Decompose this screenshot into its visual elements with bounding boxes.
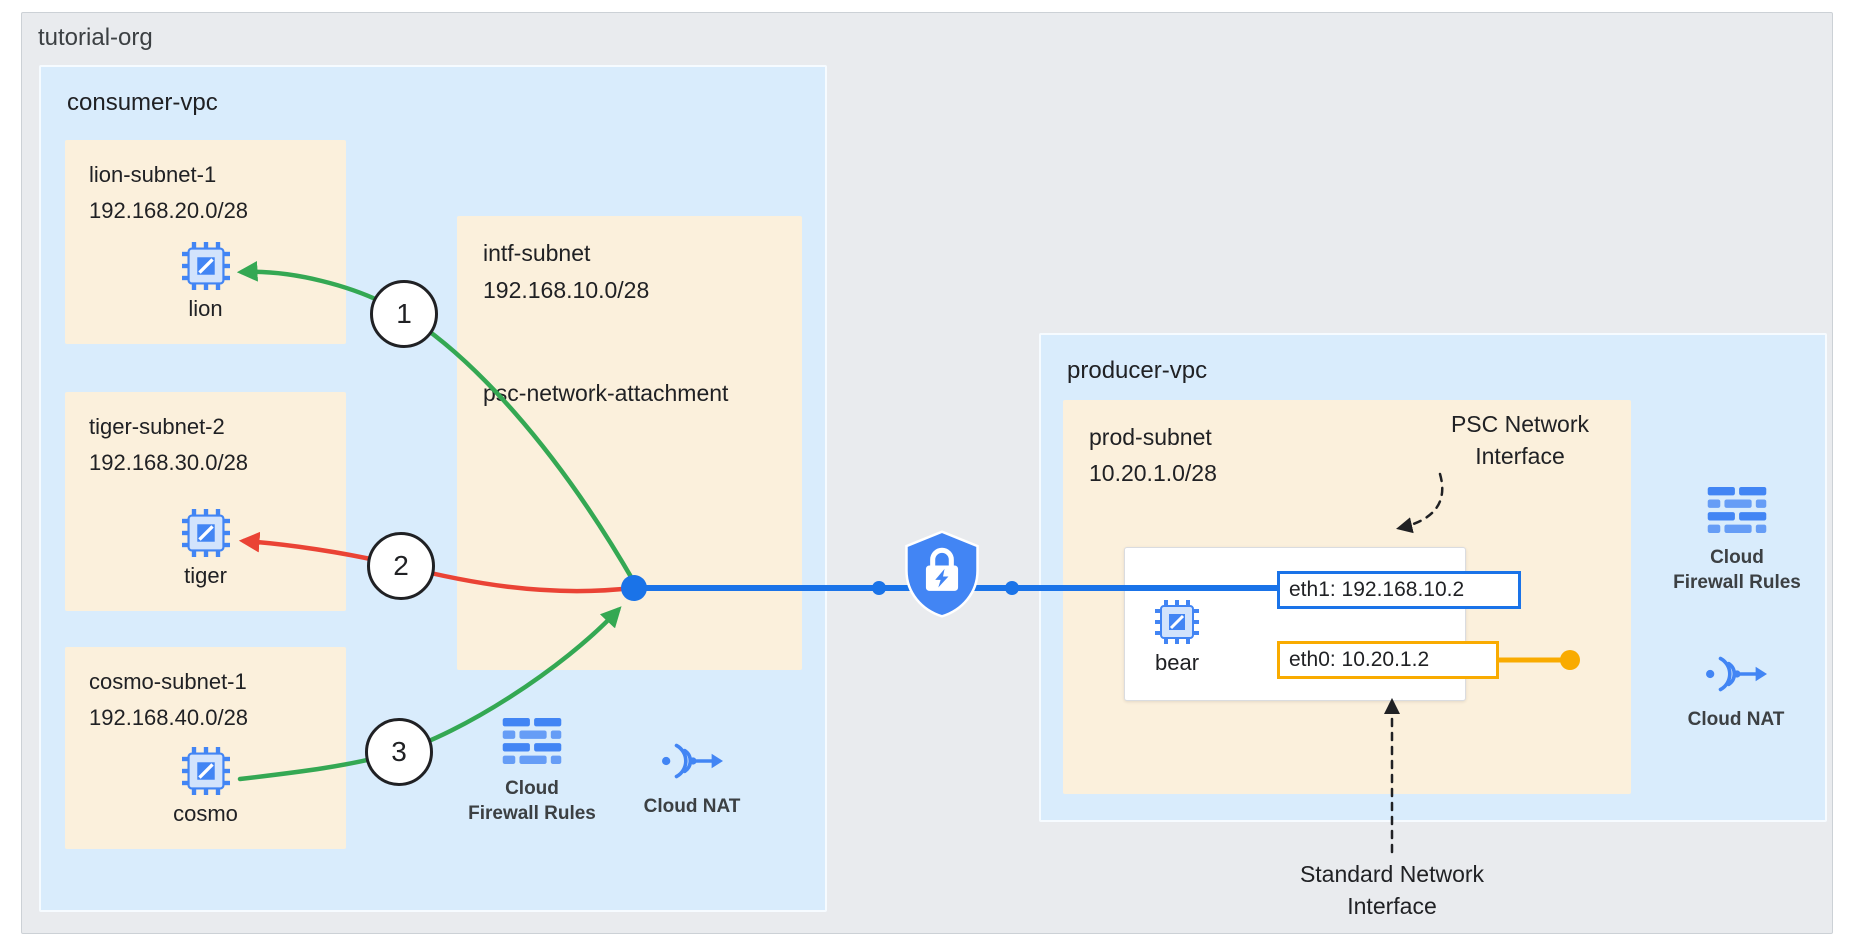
subnet-box-cosmo: cosmo-subnet-1 192.168.40.0/28 cosmo	[65, 647, 346, 849]
consumer-nat-resource: Cloud NAT	[612, 740, 772, 819]
vm-name: bear	[1155, 650, 1200, 675]
intf-subnet-box: intf-subnet 192.168.10.0/28 psc-network-…	[457, 216, 802, 670]
subnet-name: prod-subnet	[1089, 424, 1212, 450]
flow-badge-1: 1	[370, 280, 438, 348]
badge-number: 1	[396, 298, 412, 329]
psc-interface-note: PSC Network Interface	[1450, 411, 1590, 469]
consumer-firewall-resource: Cloud Firewall Rules	[452, 718, 612, 826]
vm-icon	[1155, 600, 1199, 644]
flow-badge-2: 2	[367, 532, 435, 600]
subnet-cidr: 192.168.40.0/28	[89, 705, 249, 730]
vm-name: tiger	[184, 563, 227, 588]
vm-lion: lion	[89, 242, 322, 322]
cloud-nat-icon	[1705, 653, 1767, 695]
vm-tiger: tiger	[89, 509, 322, 589]
vm-cosmo: cosmo	[89, 747, 322, 827]
badge-number: 3	[391, 736, 407, 767]
eth0-label: eth0: 10.20.1.2	[1289, 648, 1430, 671]
firewall-icon	[502, 718, 562, 764]
subnet-cidr: 192.168.10.0/28	[483, 277, 650, 303]
flow-badge-3: 3	[365, 718, 433, 786]
cloud-nat-icon	[661, 740, 723, 782]
badge-number: 2	[393, 550, 409, 581]
eth1-interface-box: eth1: 192.168.10.2	[1277, 571, 1521, 609]
standard-interface-note: Standard Network Interface	[1299, 861, 1485, 919]
firewall-icon	[1707, 487, 1767, 533]
eth1-label: eth1: 192.168.10.2	[1289, 578, 1465, 601]
subnet-name: cosmo-subnet-1	[89, 669, 247, 694]
org-label: tutorial-org	[38, 24, 153, 51]
producer-vpc-label: producer-vpc	[1067, 357, 1208, 384]
nat-caption: Cloud NAT	[1687, 709, 1785, 730]
firewall-caption: Cloud Firewall Rules	[468, 778, 596, 824]
psc-network-attachment-label: psc-network-attachment	[483, 380, 729, 406]
vm-icon	[182, 242, 230, 290]
subnet-cidr: 192.168.20.0/28	[89, 198, 249, 223]
producer-nat-resource: Cloud NAT	[1656, 653, 1816, 732]
subnet-cidr: 10.20.1.0/28	[1089, 460, 1217, 486]
subnet-name: tiger-subnet-2	[89, 414, 225, 439]
vm-name: lion	[188, 296, 223, 321]
vm-icon	[182, 509, 230, 557]
subnet-name: intf-subnet	[483, 240, 591, 266]
producer-firewall-resource: Cloud Firewall Rules	[1657, 487, 1817, 595]
firewall-caption: Cloud Firewall Rules	[1673, 547, 1801, 593]
subnet-box-tiger: tiger-subnet-2 192.168.30.0/28 tiger	[65, 392, 346, 611]
vm-icon	[182, 747, 230, 795]
consumer-vpc-label: consumer-vpc	[67, 89, 218, 116]
security-shield-lock-icon	[901, 530, 983, 623]
subnet-box-lion: lion-subnet-1 192.168.20.0/28 lion	[65, 140, 346, 344]
vm-name: cosmo	[173, 801, 238, 826]
nat-caption: Cloud NAT	[643, 796, 741, 817]
subnet-name: lion-subnet-1	[89, 162, 217, 187]
vm-bear: bear	[1155, 600, 1199, 676]
eth0-interface-box: eth0: 10.20.1.2	[1277, 641, 1499, 679]
subnet-cidr: 192.168.30.0/28	[89, 450, 249, 475]
